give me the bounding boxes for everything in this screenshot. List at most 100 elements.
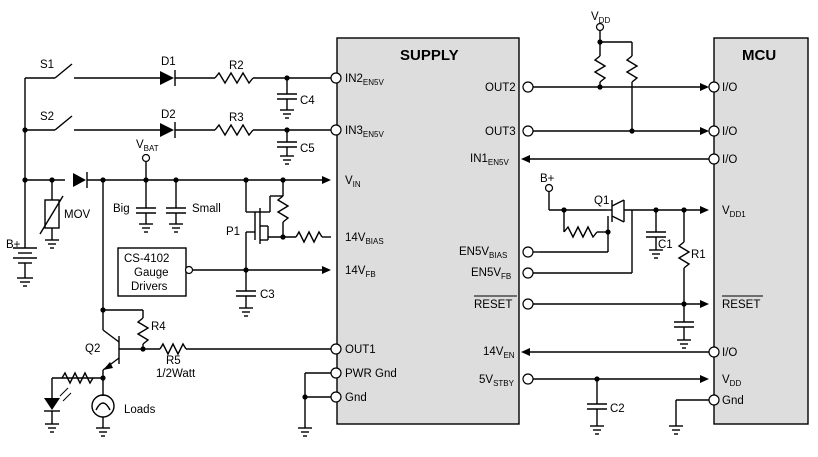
resistor-r3 [214, 123, 331, 137]
pin-out3 [522, 125, 534, 137]
capacitor-big [136, 180, 156, 233]
resistor-r1 [677, 207, 691, 307]
q2-stage [100, 177, 331, 378]
mcu-label-vdd: VDD [722, 374, 741, 388]
label-en5vbias: EN5VBIAS [459, 246, 507, 260]
mcu-pin-io1 [708, 81, 720, 93]
vdd-top-label: VDD [591, 11, 610, 25]
p1-label: P1 [226, 226, 240, 238]
c4-label: C4 [300, 95, 315, 107]
mcu-label-io2: I/O [722, 126, 737, 138]
pin-en5vbias [522, 246, 534, 258]
mcu-label-gnd: Gnd [722, 395, 744, 407]
r1-label: R1 [691, 249, 706, 261]
pin-out2 [522, 81, 534, 93]
led-and-loads [44, 371, 115, 437]
pin-pwrgnd [330, 367, 342, 379]
mosfet-p1 [243, 177, 286, 273]
gauge-line-1: CS-4102 [124, 253, 169, 265]
diode-d1 [160, 70, 215, 86]
label-in2: IN2EN5V [345, 73, 384, 87]
bias-resistors [268, 180, 331, 244]
gauge-drivers: CS-4102 Gauge Drivers [117, 247, 331, 297]
mcu-label-io1: I/O [722, 82, 737, 94]
label-out1: OUT1 [345, 344, 376, 356]
capacitor-c4 [277, 75, 297, 119]
r5-rating: 1/2Watt [156, 368, 196, 380]
bplus-label: B+ [6, 239, 21, 251]
battery-rail [22, 77, 65, 240]
bplus-q1-label: B+ [540, 173, 555, 185]
loads-label: Loads [124, 404, 156, 416]
diode-d2 [160, 122, 215, 138]
pin-5vstby [522, 373, 534, 385]
supply-title: SUPPLY [400, 47, 459, 64]
d1-label: D1 [161, 56, 176, 68]
capacitor-small [166, 177, 186, 233]
mov-label: MOV [64, 209, 91, 221]
q1-label: Q1 [594, 195, 609, 207]
label-out3: OUT3 [485, 126, 516, 138]
pin-reset-out [522, 298, 534, 310]
gauge-line-3: Drivers [131, 281, 168, 293]
mcu-label-vdd1: VDD1 [722, 205, 746, 219]
mcu-ground [669, 399, 709, 435]
pin-gnd [330, 391, 342, 403]
q1-regulator: B+ [533, 173, 709, 274]
label-fb: 14VFB [345, 265, 376, 279]
mcu-pin-gnd [708, 394, 720, 406]
mcu-block [713, 37, 809, 425]
pin-out1 [330, 343, 342, 355]
mov [39, 180, 64, 249]
mcu-label-reset: RESET [722, 299, 760, 311]
mcu-label-io3: I/O [722, 154, 737, 166]
label-gnd: Gnd [345, 392, 367, 404]
resistor-r2 [214, 71, 331, 85]
r5-label: R5 [166, 355, 181, 367]
capacitor-c5 [277, 127, 297, 165]
d2-label: D2 [161, 109, 176, 121]
label-reset-out: RESET [474, 299, 512, 311]
capacitor-c1 [646, 207, 666, 259]
out-lines [521, 83, 709, 163]
switch-s1 [54, 63, 160, 79]
battery-symbol [13, 240, 37, 287]
pin-in2 [330, 72, 342, 84]
label-in3: IN3EN5V [345, 125, 384, 139]
label-vin: VIN [345, 175, 361, 189]
mcu-title: MCU [742, 47, 776, 64]
vdd-pullups: VDD [591, 11, 639, 134]
label-en5vfb: EN5VFB [471, 267, 511, 281]
big-label: Big [113, 203, 130, 215]
en14-line [521, 348, 709, 356]
vbat-label: VBAT [136, 139, 159, 153]
mcu-pin-io3 [708, 153, 720, 165]
mcu-label-io4: I/O [722, 347, 737, 359]
c1-label: C1 [658, 239, 673, 251]
r2-label: R2 [229, 60, 244, 72]
supply-ground [298, 372, 331, 437]
s1-label: S1 [40, 59, 54, 71]
reset-line [533, 300, 709, 349]
c3-label: C3 [260, 289, 275, 301]
r4-label: R4 [151, 321, 166, 333]
label-out2: OUT2 [485, 82, 516, 94]
supply-block [336, 37, 520, 425]
label-bias: 14VBIAS [345, 232, 384, 246]
mcu-pin-io4 [708, 346, 720, 358]
label-5vstby: 5VSTBY [479, 374, 515, 388]
vin-line [73, 172, 331, 188]
switch-s2 [54, 115, 160, 131]
r3-label: R3 [229, 112, 244, 124]
pin-en5vfb [522, 267, 534, 279]
small-label: Small [192, 203, 221, 215]
gauge-line-2: Gauge [134, 267, 169, 279]
q2-label: Q2 [85, 343, 100, 355]
mcu-pin-io2 [708, 125, 720, 137]
s2-label: S2 [40, 111, 54, 123]
label-pwrgnd: PWR Gnd [345, 368, 397, 380]
c5-label: C5 [300, 143, 315, 155]
stby-line [533, 375, 709, 435]
